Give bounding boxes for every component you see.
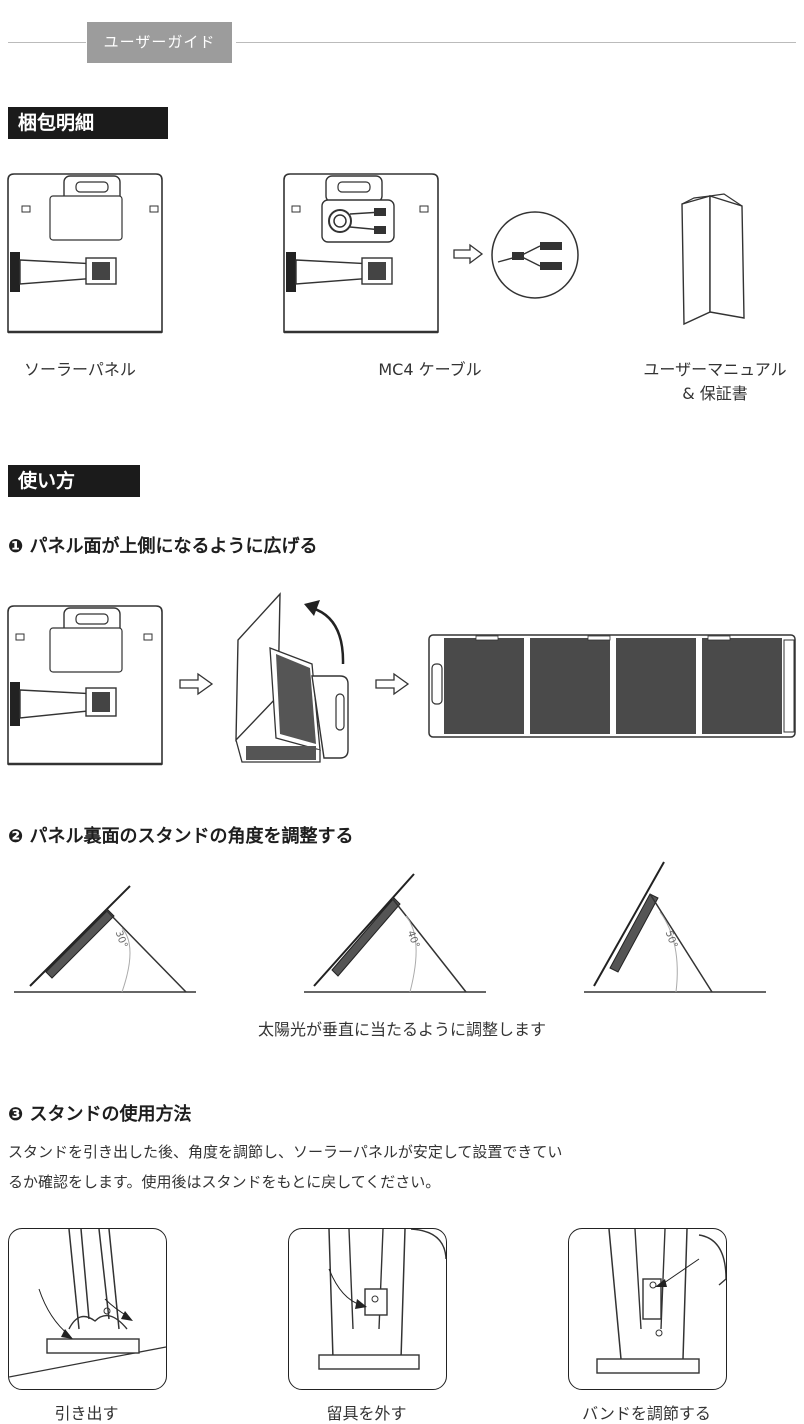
step1-title: ❶ パネル面が上側になるように広げる [8,536,318,557]
arrow-right-icon [179,672,214,696]
mc4-cable-label: MC4 ケーブル [378,360,482,379]
adjust-band-caption: バンドを調節する [582,1404,711,1423]
user-manual-illustration [681,193,745,326]
mc4-cable-illustration [283,173,439,334]
arrow-right-icon [375,672,410,696]
solar-panel-illustration [7,173,163,334]
mc4-connector-zoom-illustration [491,211,579,299]
stand-pull-out-photo [8,1228,167,1390]
header-rule-right [236,42,796,43]
stand-angle-40-illustration [304,873,486,993]
step2-title: ❷ パネル裏面のスタンドの角度を調整する [8,826,354,847]
step3-paragraph-line2: るか確認をします。使用後はスタンドをもとに戻してください。 [8,1173,441,1191]
header-rule-left [8,42,86,43]
stand-angle-30-illustration [14,885,196,993]
packing-heading: 梱包明細 [8,107,168,139]
step3-title: ❸ スタンドの使用方法 [8,1104,192,1125]
manual-label-line1: ユーザーマニュアル [643,360,787,379]
arrow-right-icon [453,243,484,265]
guide-badge: ユーザーガイド [87,22,232,63]
open-panel-illustration [428,634,796,738]
folded-panel-illustration [7,605,163,766]
adjust-band-photo [568,1228,727,1390]
step2-caption: 太陽光が垂直に当たるように調整します [257,1020,546,1039]
manual-label-line2: & 保証書 [682,384,748,403]
stand-angle-50-illustration [584,861,766,993]
pull-out-caption: 引き出す [54,1404,119,1423]
remove-fastener-caption: 留具を外す [326,1404,407,1423]
unfolding-panel-illustration [235,592,349,763]
remove-fastener-photo [288,1228,447,1390]
usage-heading: 使い方 [8,465,140,497]
step3-paragraph-line1: スタンドを引き出した後、角度を調節し、ソーラーパネルが安定して設置できてい [8,1143,563,1161]
solar-panel-label: ソーラーパネル [24,360,136,379]
